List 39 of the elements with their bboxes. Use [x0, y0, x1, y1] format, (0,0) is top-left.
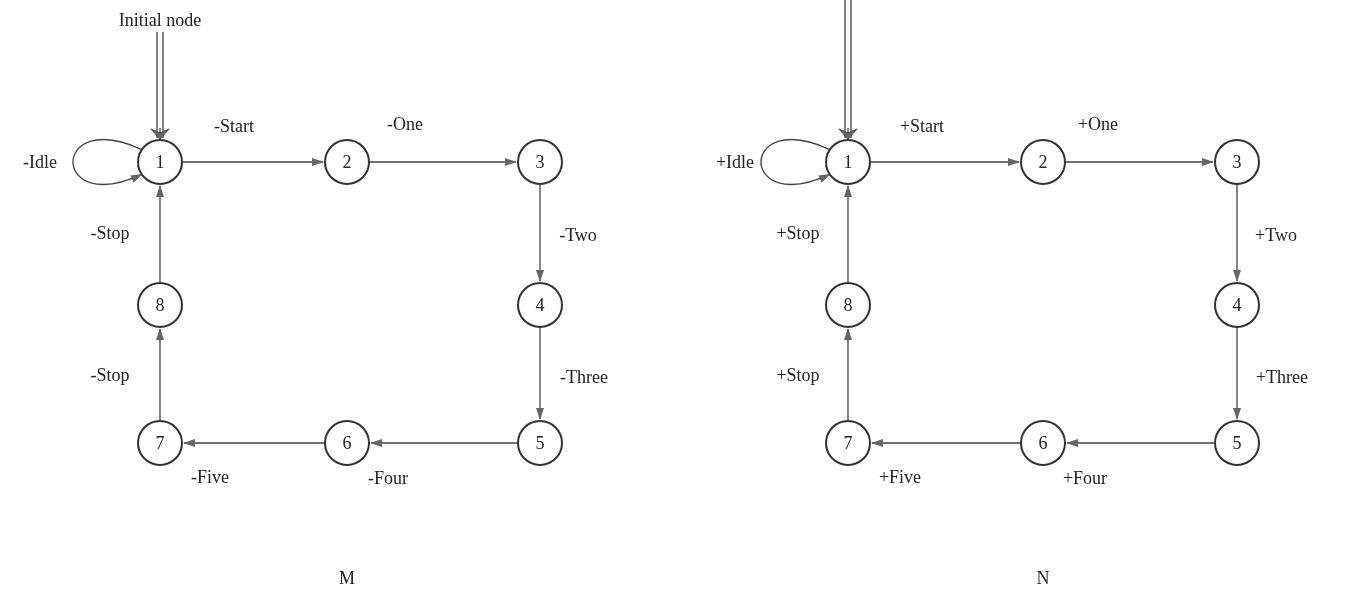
state-circle: 1 — [825, 139, 871, 185]
node-label: Initial node — [118, 9, 202, 31]
state-circle: 3 — [1214, 139, 1260, 185]
state-circle: 1 — [137, 139, 183, 185]
double-arrow — [150, 31, 170, 140]
self-loop-arrow — [760, 138, 831, 186]
arrow — [1066, 439, 1216, 447]
state-circle: 7 — [825, 420, 871, 466]
self-loop-arrow — [72, 138, 143, 186]
state-circle: 7 — [137, 420, 183, 466]
arrow — [536, 183, 544, 282]
arrow — [156, 328, 164, 422]
state-circle: 3 — [517, 139, 563, 185]
state-circle: 5 — [517, 420, 563, 466]
arrow — [1064, 158, 1214, 166]
state-circle: 6 — [324, 420, 370, 466]
arrow — [869, 158, 1020, 166]
arrow — [1233, 183, 1241, 282]
state-circle: 8 — [137, 282, 183, 328]
arrow — [368, 158, 517, 166]
arrow — [871, 439, 1022, 447]
double-arrow — [838, 0, 858, 140]
state-circle: 5 — [1214, 420, 1260, 466]
diagram-caption: N — [1036, 567, 1050, 589]
state-circle: 4 — [1214, 282, 1260, 328]
state-circle: 6 — [1020, 420, 1066, 466]
arrow — [156, 185, 164, 284]
arrow — [536, 326, 544, 420]
arrow — [844, 328, 852, 422]
arrow — [183, 439, 326, 447]
diagram-caption: M — [339, 567, 355, 589]
arrow — [1233, 326, 1241, 420]
state-circle: 8 — [825, 282, 871, 328]
state-circle: 2 — [1020, 139, 1066, 185]
state-circle: 2 — [324, 139, 370, 185]
arrow — [370, 439, 519, 447]
state-circle: 4 — [517, 282, 563, 328]
arrow — [844, 185, 852, 284]
arrow — [181, 158, 324, 166]
